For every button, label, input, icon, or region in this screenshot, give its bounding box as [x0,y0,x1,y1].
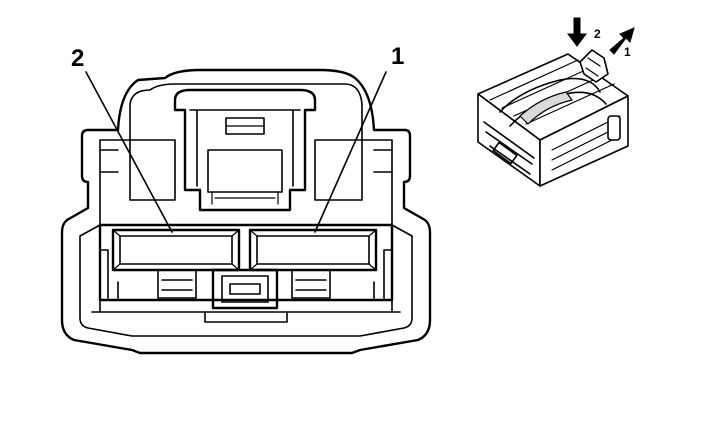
connector-face-view: 2 1 [60,43,432,355]
connector-3d-channel-fill [519,91,573,125]
connector-3d-top-ribs [489,59,615,125]
cavity-1-lower [291,269,331,299]
side-notch-right [373,149,393,173]
latch-stem-detail [211,191,279,205]
lock-tab-slot [229,283,261,295]
leader-line-pin-2 [85,71,173,233]
side-notch-left [99,149,119,173]
guide-rail-right [373,249,393,299]
arrow-up-right-icon [609,27,635,55]
cavity-2 [111,228,241,299]
cavity-1 [248,228,378,299]
arrow-label-press: 2 [594,27,601,41]
cavity-1-bevel [249,229,377,271]
connector-3d-side-face [539,95,629,187]
arrow-down-icon [567,17,587,47]
cavity-2-bevel [112,229,240,271]
cavity-1-inner [256,235,370,265]
leader-line-pin-1 [314,71,387,233]
cavity-1-outer [248,228,378,272]
latch-stem [207,149,283,193]
latch-outer [173,88,317,212]
connector-3d-lock-lever [579,49,609,83]
lock-tab-inner [221,275,269,303]
latch-side-block-right [314,139,363,201]
arrow-label-pull: 1 [624,45,631,59]
bottom-frame [91,299,401,323]
center-lock-tab [211,268,279,310]
connector-3d-lock-lever-detail [585,57,601,77]
pin-label-2: 2 [71,45,84,72]
latch-side-block-left [129,139,176,201]
cavity-2-outer [111,228,241,272]
connector-3d-front-slot [492,141,518,165]
housing-outline [60,68,432,355]
connector-3d-front-cavities [483,121,535,175]
cavity-2-inner [119,235,233,265]
lock-tab-frame [211,268,279,310]
pin-label-1: 1 [391,43,404,70]
cavity-2-lower [157,269,197,299]
connector-3d-side-tab [607,115,621,141]
latch-inner [189,109,301,187]
connector-3d-view: 2 1 [477,17,635,187]
guide-rail-left [99,249,119,299]
